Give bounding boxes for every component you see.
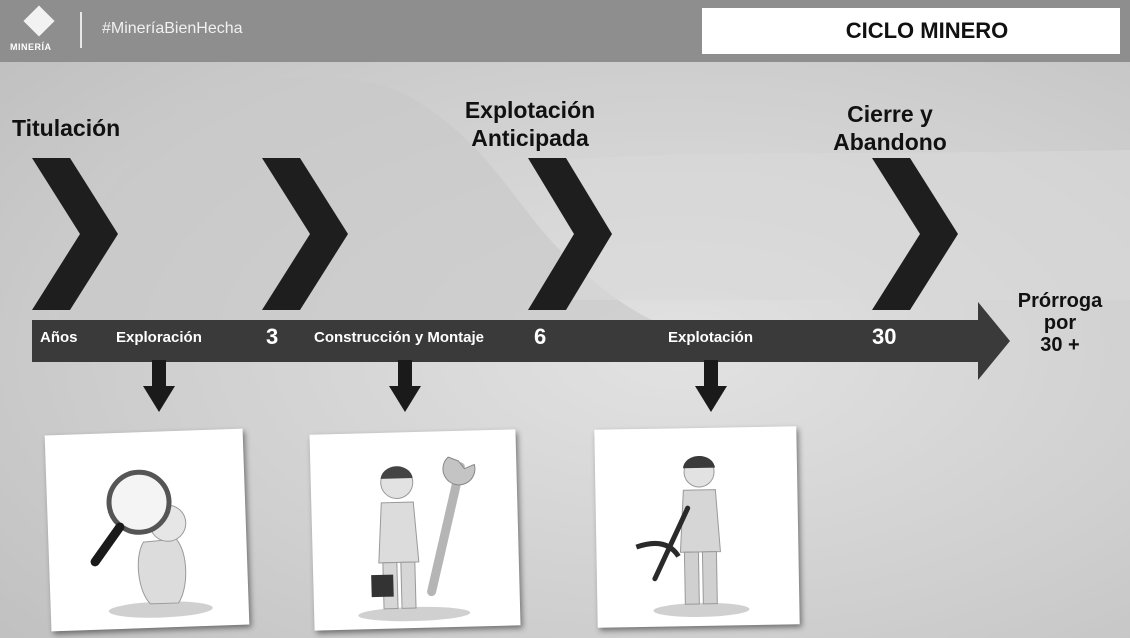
label-cierre-abandono: Cierre y Abandono [830, 100, 950, 156]
prorroga-line2: por [1043, 312, 1077, 334]
prorroga-line3: 30 + [1040, 334, 1080, 356]
title-box: CICLO MINERO [702, 8, 1120, 54]
chevron-1 [32, 158, 118, 310]
label-explotacion-anticipada-line1: Explotación [464, 97, 596, 123]
chevron-2 [262, 158, 348, 310]
label-cierre-line1: Cierre y [847, 101, 933, 127]
hashtag: #MineríaBienHecha [102, 20, 243, 37]
timeline-label-anos: Años [40, 329, 78, 346]
illustration-card-explotacion [594, 426, 800, 628]
down-arrow-1 [143, 360, 175, 412]
illustration-card-construccion [309, 429, 521, 631]
prorroga-line1: Prórroga [1017, 290, 1103, 312]
timeline-arrow [32, 302, 1010, 380]
timeline-year-30: 30 [872, 324, 897, 349]
timeline-label-exploracion: Exploración [116, 329, 202, 346]
down-arrow-2 [389, 360, 421, 412]
label-explotacion-anticipada: Explotación Anticipada [455, 96, 605, 152]
page-title: CICLO MINERO [845, 18, 1009, 43]
down-arrow-3 [695, 360, 727, 412]
chevron-4 [872, 158, 958, 310]
chevron-3 [528, 158, 612, 310]
miner-with-pickaxe-figure-icon [635, 455, 750, 617]
label-titulacion: Titulación [12, 115, 121, 141]
timeline-year-3: 3 [266, 324, 279, 349]
prorroga-label: Prórroga por 30 + [1015, 290, 1105, 356]
label-cierre-line2: Abandono [833, 129, 947, 155]
timeline-label-explotacion: Explotación [668, 329, 754, 346]
logo-text: MINERÍA [10, 42, 52, 52]
timeline-label-construccion: Construcción y Montaje [314, 329, 485, 346]
logo: MINERÍA [10, 5, 72, 58]
illustration-card-exploracion [44, 428, 250, 632]
logo-divider [80, 12, 82, 48]
timeline-year-6: 6 [534, 324, 547, 349]
label-explotacion-anticipada-line2: Anticipada [471, 125, 589, 151]
worker-with-wrench-figure-icon [358, 456, 476, 622]
magnifying-glass-figure-icon [90, 469, 213, 618]
